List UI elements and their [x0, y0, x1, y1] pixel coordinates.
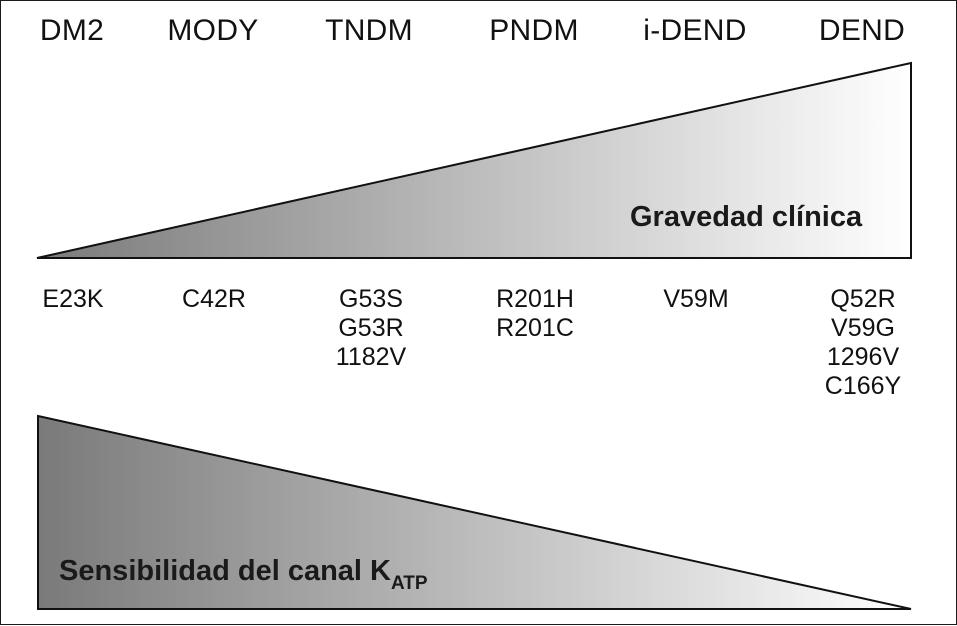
column-header-pndm: PNDM	[489, 14, 579, 47]
sensitivity-label-wrap: Sensibilidad del canal KATP	[59, 554, 428, 593]
severity-label: Gravedad clínica	[630, 201, 863, 233]
mutation-label: G53S	[339, 285, 403, 313]
sensitivity-label: Sensibilidad del canal K	[59, 555, 391, 587]
mutation-column-pndm: R201H R201C	[460, 285, 610, 343]
sensitivity-triangle	[37, 414, 912, 610]
column-header-dm2: DM2	[39, 14, 105, 47]
mutation-label: Q52R	[830, 285, 896, 313]
mutation-column-tndm: G53S G53R 1182V	[296, 285, 446, 372]
mutation-label: V59G	[831, 314, 895, 342]
mutation-label: 1182V	[335, 343, 407, 371]
mutation-label: V59M	[663, 285, 729, 313]
mutation-label: R201C	[496, 314, 574, 342]
sensitivity-subscript: ATP	[391, 573, 428, 594]
column-header-mody: MODY	[167, 14, 259, 47]
mutation-label: G53R	[338, 314, 404, 342]
mutation-label: R201H	[496, 285, 574, 313]
mutation-label: 1296V	[826, 343, 900, 371]
column-header-i-dend: i-DEND	[643, 14, 747, 47]
mutation-column-mody: C42R	[139, 285, 289, 314]
mutation-label: C42R	[182, 285, 246, 313]
mutation-label: E23K	[42, 285, 104, 313]
severity-triangle	[36, 61, 912, 259]
mutation-column-i-dend: V59M	[621, 285, 771, 314]
mutation-column-dm2: E23K	[0, 285, 148, 314]
mutation-column-dend: Q52R V59G 1296V C166Y	[788, 285, 938, 401]
column-header-tndm: TNDM	[325, 14, 413, 47]
mutation-label: C166Y	[824, 372, 902, 400]
column-header-dend: DEND	[818, 14, 906, 47]
